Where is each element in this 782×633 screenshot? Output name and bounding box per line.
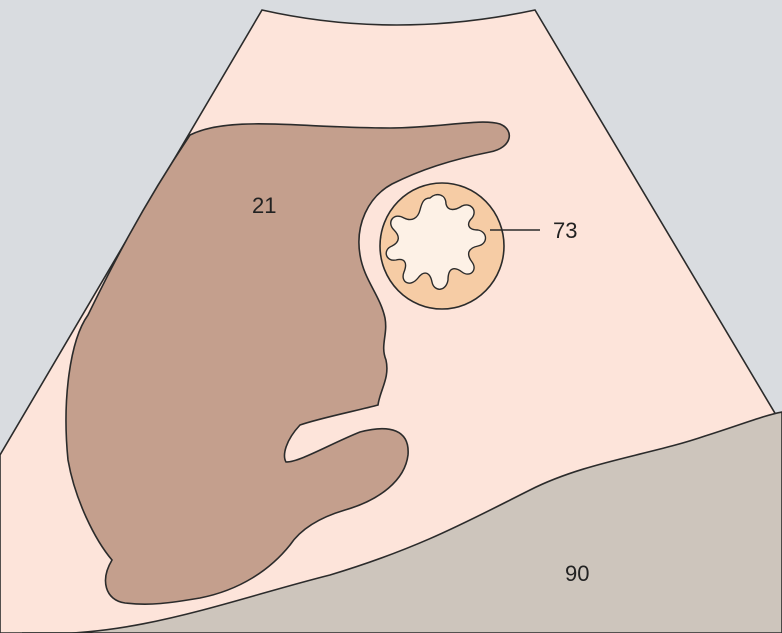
label-90: 90 <box>565 561 589 586</box>
label-21: 21 <box>252 193 276 218</box>
label-73: 73 <box>553 218 577 243</box>
